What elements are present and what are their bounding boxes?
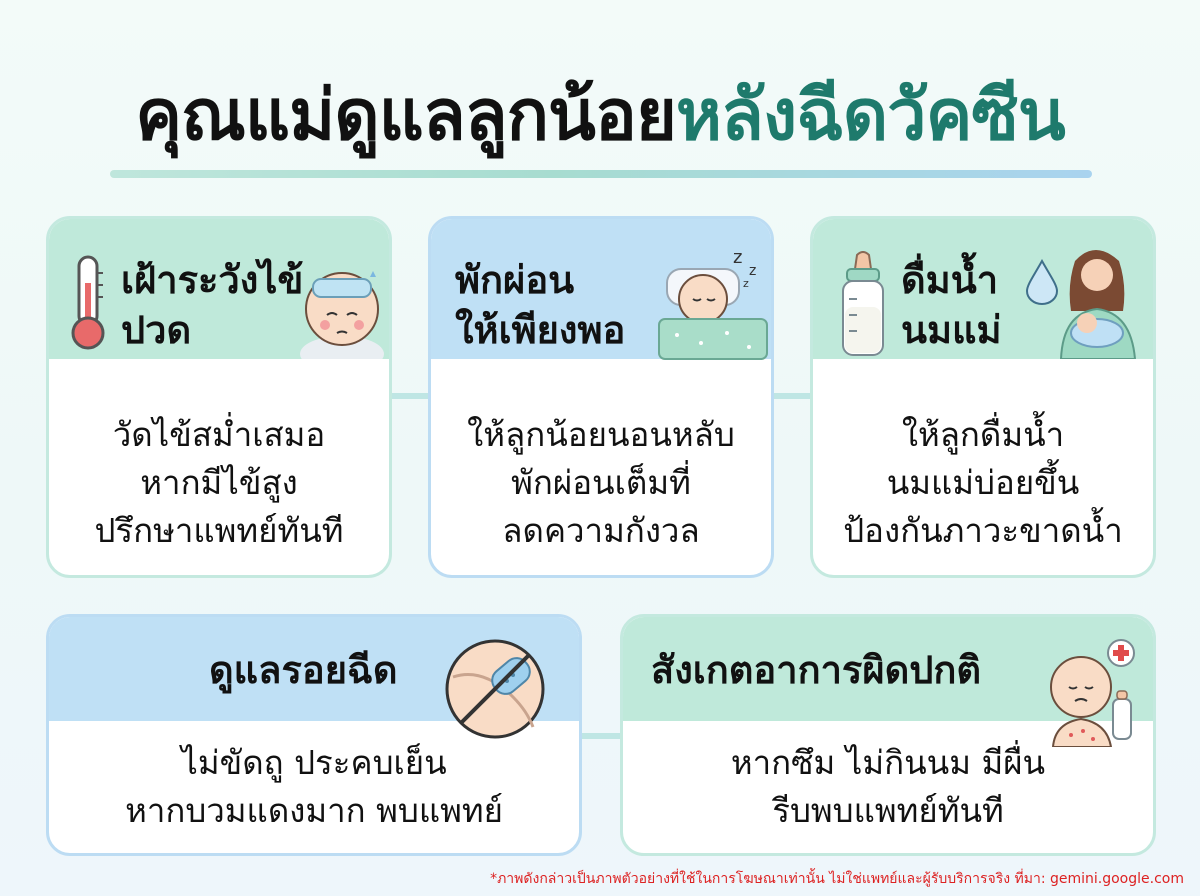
card-title: ดูแลรอยฉีด [209, 648, 398, 692]
card-fever-watch: เฝ้าระวังไข้ ปวด วัดไข้สม่ำเสมอ หากมีไข้… [46, 216, 392, 578]
card-injection-site: ดูแลรอยฉีด ไม่ขัดถู ประคบเย็น หากบวมแดงม… [46, 614, 582, 856]
water-drop-icon [1025, 258, 1059, 309]
card-body: วัดไข้สม่ำเสมอ หากมีไข้สูง ปรึกษาแพทย์ทั… [94, 415, 344, 550]
card-title: สังเกตอาการผิดปกติ [651, 648, 982, 692]
card-body: หากซึม ไม่กินนม มีผื่น รีบพบแพทย์ทันที [730, 743, 1046, 830]
card-body: ให้ลูกดื่มน้ำ นมแม่บ่อยขึ้น ป้องกันภาวะข… [843, 415, 1123, 550]
svg-text:z: z [749, 263, 756, 279]
card-body: ให้ลูกน้อยนอนหลับ พักผ่อนเต็มที่ ลดความก… [467, 415, 735, 550]
card-title: เฝ้าระวังไข้ ปวด [121, 258, 304, 352]
svg-text:z: z [743, 277, 749, 290]
baby-bottle-icon [837, 251, 889, 363]
connector-row1-a [388, 393, 432, 399]
title-main: คุณแม่ดูแลลูกน้อย [135, 74, 677, 156]
connector-row2 [578, 733, 624, 739]
card-title: ดื่มน้ำ นมแม่ [901, 258, 1002, 352]
sick-baby-icon [1043, 639, 1139, 751]
breastfeeding-mother-icon [1053, 241, 1143, 363]
svg-text:z: z [733, 247, 742, 268]
card-body: ไม่ขัดถู ประคบเย็น หากบวมแดงมาก พบแพทย์ [125, 743, 503, 830]
card-abnormal-symptoms: สังเกตอาการผิดปกติ หากซึม ไม่กินนม มีผื่… [620, 614, 1156, 856]
thermometer-icon [67, 253, 111, 357]
disclaimer-footnote: *ภาพดังกล่าวเป็นภาพตัวอย่างที่ใช้ในการโฆ… [490, 871, 1184, 887]
card-hydration: ดื่มน้ำ นมแม่ ให้ลูกดื่มน้ำ นมแม่บ่อยขึ้… [810, 216, 1156, 578]
card-title: พักผ่อน ให้เพียงพอ [455, 258, 626, 352]
connector-row1-b [770, 393, 814, 399]
title-accent: หลังฉีดวัคซีน [675, 74, 1066, 156]
sleeping-baby-icon: z z z [657, 239, 769, 365]
bandage-icon [443, 637, 547, 745]
sick-baby-fever-icon [299, 259, 385, 372]
title-underline [110, 170, 1092, 178]
page-title: คุณแม่ดูแลลูกน้อยหลังฉีดวัคซีน [0, 70, 1200, 160]
card-rest: พักผ่อน ให้เพียงพอ z z z ให้ลูกน้อยนอนหล… [428, 216, 774, 578]
